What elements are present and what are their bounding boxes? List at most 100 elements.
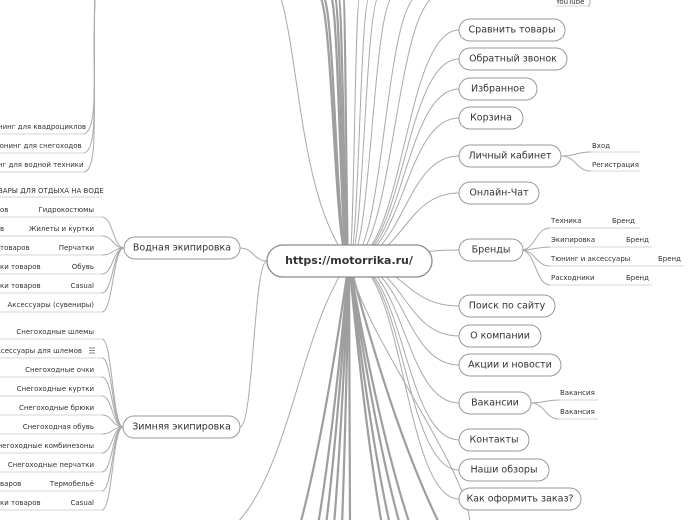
water-item-1[interactable]: Жилеты и куртки <box>29 225 94 233</box>
node-promo-label: Акции и новости <box>468 360 552 371</box>
connector-winter <box>239 260 268 428</box>
connector-line <box>101 426 124 511</box>
node-howto[interactable] <box>458 487 582 511</box>
connector-line <box>520 249 551 286</box>
brand-category-1[interactable]: Экипировка <box>551 236 595 244</box>
trunk-line-down <box>300 260 351 520</box>
youtube-label[interactable]: YouTube <box>555 0 584 6</box>
node-callback[interactable] <box>458 47 568 71</box>
node-cart-label: Корзина <box>470 113 512 124</box>
connector-line <box>101 216 125 249</box>
node-cabinet[interactable] <box>458 144 562 168</box>
connector-line <box>101 395 124 428</box>
node-brands[interactable] <box>458 238 524 262</box>
node-search-label: Поиск по сайту <box>469 301 546 312</box>
water-item-5[interactable]: Аксессуары (сувениры) <box>8 301 95 309</box>
node-cart[interactable] <box>458 106 524 130</box>
cabinet-item-register[interactable]: Регистрация <box>592 161 639 169</box>
water-item-4[interactable]: Casual <box>71 282 95 290</box>
water-fragment-0: ов <box>0 206 8 214</box>
connector-line <box>520 246 551 251</box>
node-promo[interactable] <box>458 353 562 377</box>
connector-line <box>101 357 124 428</box>
water-fragment-2: товаров <box>0 244 30 252</box>
tuning-fragment-2[interactable]: нг для водной техники <box>0 161 84 169</box>
water-fragment-4: ки товаров <box>0 282 41 290</box>
node-chat-label: Онлайн-Чат <box>469 188 529 199</box>
brand-item-3[interactable]: Бренд <box>626 274 649 282</box>
connector-line <box>101 426 124 492</box>
trunk-line-down <box>347 260 400 520</box>
trunk-line-down <box>347 260 352 520</box>
node-vacancies-label: Вакансии <box>471 398 519 409</box>
winter-item-4[interactable]: Снегоходные брюки <box>19 404 94 412</box>
brand-item-2[interactable]: Бренд <box>658 255 681 263</box>
winter-item-5[interactable]: Снегоходная обувь <box>23 423 94 431</box>
node-winter-label: Зимняя экипировка <box>132 422 231 433</box>
connector-line <box>101 376 124 428</box>
node-contacts[interactable] <box>458 428 530 452</box>
brand-item-1[interactable]: Бренд <box>626 236 649 244</box>
trunk-line-down <box>347 260 410 520</box>
water-fragment-1: в <box>0 225 4 233</box>
winter-item-0[interactable]: Снегоходные шлемы <box>16 328 94 336</box>
winter-item-8[interactable]: Термобельё <box>49 480 94 488</box>
connector-line <box>560 155 592 172</box>
node-about[interactable] <box>458 324 542 348</box>
water-item-0[interactable]: Гидрокостюмы <box>38 206 94 214</box>
root-node-label: https://motorrika.ru/ <box>285 254 414 267</box>
vacancy-item-1[interactable]: Вакансия <box>560 408 595 416</box>
connector-water <box>239 247 268 262</box>
node-favorites[interactable] <box>458 77 538 101</box>
vacancy-item-0[interactable]: Вакансия <box>560 389 595 397</box>
node-search[interactable] <box>458 294 556 318</box>
node-water-label: Водная экипировка <box>133 243 231 254</box>
water-item-2[interactable]: Перчатки <box>59 244 94 252</box>
water-item-3[interactable]: Обувь <box>72 263 94 271</box>
node-winter-equipment[interactable] <box>122 415 241 439</box>
node-cabinet-label: Личный кабинет <box>468 151 551 162</box>
node-chat[interactable] <box>458 181 540 205</box>
connector-line <box>101 338 124 428</box>
note-icon[interactable] <box>89 347 95 354</box>
water-header: ВАРЫ ДЛЯ ОТДЫХА НА ВОДЕ <box>0 187 104 195</box>
node-contacts-label: Контакты <box>470 435 519 446</box>
winter-fragment-1: ки товаров <box>0 499 41 507</box>
tuning-fragment-1[interactable]: юнинг для снегоходов <box>0 142 82 150</box>
cabinet-item-login[interactable]: Вход <box>592 142 610 150</box>
connector-cart <box>348 117 460 262</box>
tuning-fragment-0[interactable]: нинг для квадроциклов <box>0 123 86 131</box>
branch-line-up <box>280 0 350 262</box>
water-fragment-3: ки товаров <box>0 263 41 271</box>
branch-line-down <box>238 260 350 520</box>
connector-line <box>530 399 560 404</box>
trunk-line-down <box>347 260 439 520</box>
node-compare[interactable] <box>458 18 566 42</box>
connector-line <box>560 151 592 157</box>
root-node[interactable] <box>266 244 433 278</box>
winter-item-2[interactable]: Снегоходные очки <box>25 366 94 374</box>
connector-line <box>520 227 551 251</box>
brand-category-3[interactable]: Расходники <box>551 274 595 282</box>
connector-line <box>530 402 560 420</box>
node-about-label: О компании <box>470 331 530 342</box>
node-brands-label: Бренды <box>472 245 511 256</box>
node-callback-label: Обратный звонок <box>469 54 557 65</box>
brand-item-0[interactable]: Бренд <box>612 217 635 225</box>
winter-item-3[interactable]: Снегоходные куртки <box>17 385 94 393</box>
brand-category-0[interactable]: Техника <box>550 217 581 225</box>
node-reviews[interactable] <box>458 458 550 482</box>
node-vacancies[interactable] <box>458 391 532 415</box>
branch-line-up <box>348 0 391 262</box>
winter-item-1[interactable]: Аксессуары для шлемов <box>0 347 82 355</box>
trunk-line-down <box>347 260 391 520</box>
connector-line <box>101 247 125 313</box>
winter-item-6[interactable]: Снегоходные комбинезоны <box>0 442 94 450</box>
node-water-equipment[interactable] <box>123 236 241 260</box>
node-compare-label: Сравнить товары <box>469 25 556 36</box>
winter-item-9[interactable]: Casual <box>71 499 95 507</box>
node-favorites-label: Избранное <box>471 84 525 95</box>
brand-category-2[interactable]: Тюнинг и аксессуары <box>550 255 630 263</box>
winter-item-7[interactable]: Снегоходные перчатки <box>8 461 94 469</box>
